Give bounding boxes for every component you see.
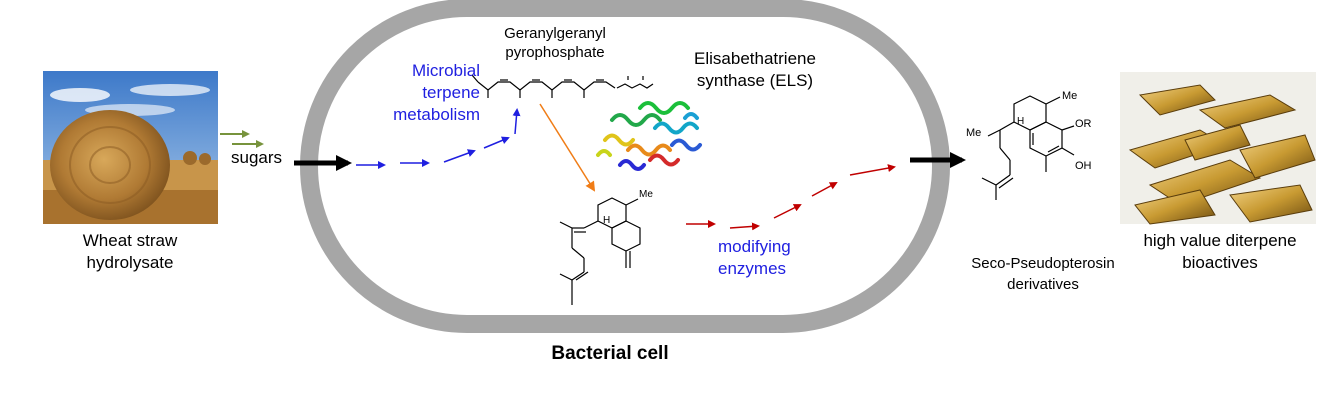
red-arrow bbox=[849, 164, 896, 176]
wheat-straw-label-line2: hydrolysate bbox=[86, 253, 174, 272]
blue-arrow bbox=[483, 136, 510, 149]
blue-arrow bbox=[512, 108, 521, 135]
wheat-straw-label: Wheat straw hydrolysate bbox=[40, 230, 220, 274]
product-me-top-label: Me bbox=[1062, 90, 1078, 102]
ggpp-structure bbox=[471, 74, 654, 98]
cyclization-arrow bbox=[539, 103, 596, 192]
els-label-line1: Elisabethatriene bbox=[694, 49, 816, 68]
bioactives-label: high value diterpene bioactives bbox=[1115, 230, 1325, 274]
ggpp-label-line2: pyrophosphate bbox=[505, 44, 605, 61]
pathway-label-line1: Microbial bbox=[411, 61, 480, 80]
product-label-line1: Seco-Pseudopterosin bbox=[971, 255, 1115, 272]
pathway-label-line3: metabolism bbox=[393, 105, 480, 124]
blue-arrow bbox=[443, 149, 476, 163]
red-arrow bbox=[773, 204, 802, 219]
product-or-label: OR bbox=[1075, 118, 1092, 130]
els-label: Elisabethatriene synthase (ELS) bbox=[670, 48, 840, 92]
bacterial-cell-label: Bacterial cell bbox=[551, 343, 669, 364]
intermediate-h-label: H bbox=[603, 215, 611, 226]
product-label-line2: derivatives bbox=[1007, 276, 1079, 293]
pathway-label-line2: terpene bbox=[422, 83, 480, 102]
modifying-label-line2: enzymes bbox=[718, 259, 787, 278]
pathway-label: Microbial terpene metabolism bbox=[370, 60, 480, 126]
red-arrow bbox=[811, 182, 838, 197]
bioactives-label-line1: high value diterpene bbox=[1143, 231, 1297, 250]
bioactives-label-line2: bioactives bbox=[1182, 253, 1258, 272]
bacterial-cell-wall bbox=[300, 0, 950, 333]
product-label: Seco-Pseudopterosin derivatives bbox=[958, 253, 1128, 295]
product-oh-label: OH bbox=[1075, 160, 1092, 172]
product-me-left-label: Me bbox=[966, 127, 982, 139]
protein-ribbon-structure bbox=[596, 101, 702, 171]
elisabethatriene-structure bbox=[559, 197, 641, 305]
hay-bale-field-photo bbox=[43, 71, 218, 224]
ggpp-label: Geranylgeranyl pyrophosphate bbox=[480, 24, 630, 62]
ggpp-label-line1: Geranylgeranyl bbox=[504, 25, 606, 42]
intermediate-me-label: Me bbox=[639, 189, 653, 200]
wheat-straw-label-line1: Wheat straw bbox=[82, 231, 178, 250]
sugars-label: sugars bbox=[231, 148, 283, 167]
gold-bars-photo bbox=[1120, 72, 1316, 225]
product-h-label: H bbox=[1017, 116, 1025, 127]
els-label-line2: synthase (ELS) bbox=[696, 71, 814, 90]
seco-pseudopterosin-structure bbox=[981, 95, 1075, 200]
modifying-label-line1: modifying bbox=[718, 237, 791, 256]
red-arrow bbox=[729, 222, 760, 231]
modifying-enzymes-label: modifying enzymes bbox=[718, 236, 818, 280]
